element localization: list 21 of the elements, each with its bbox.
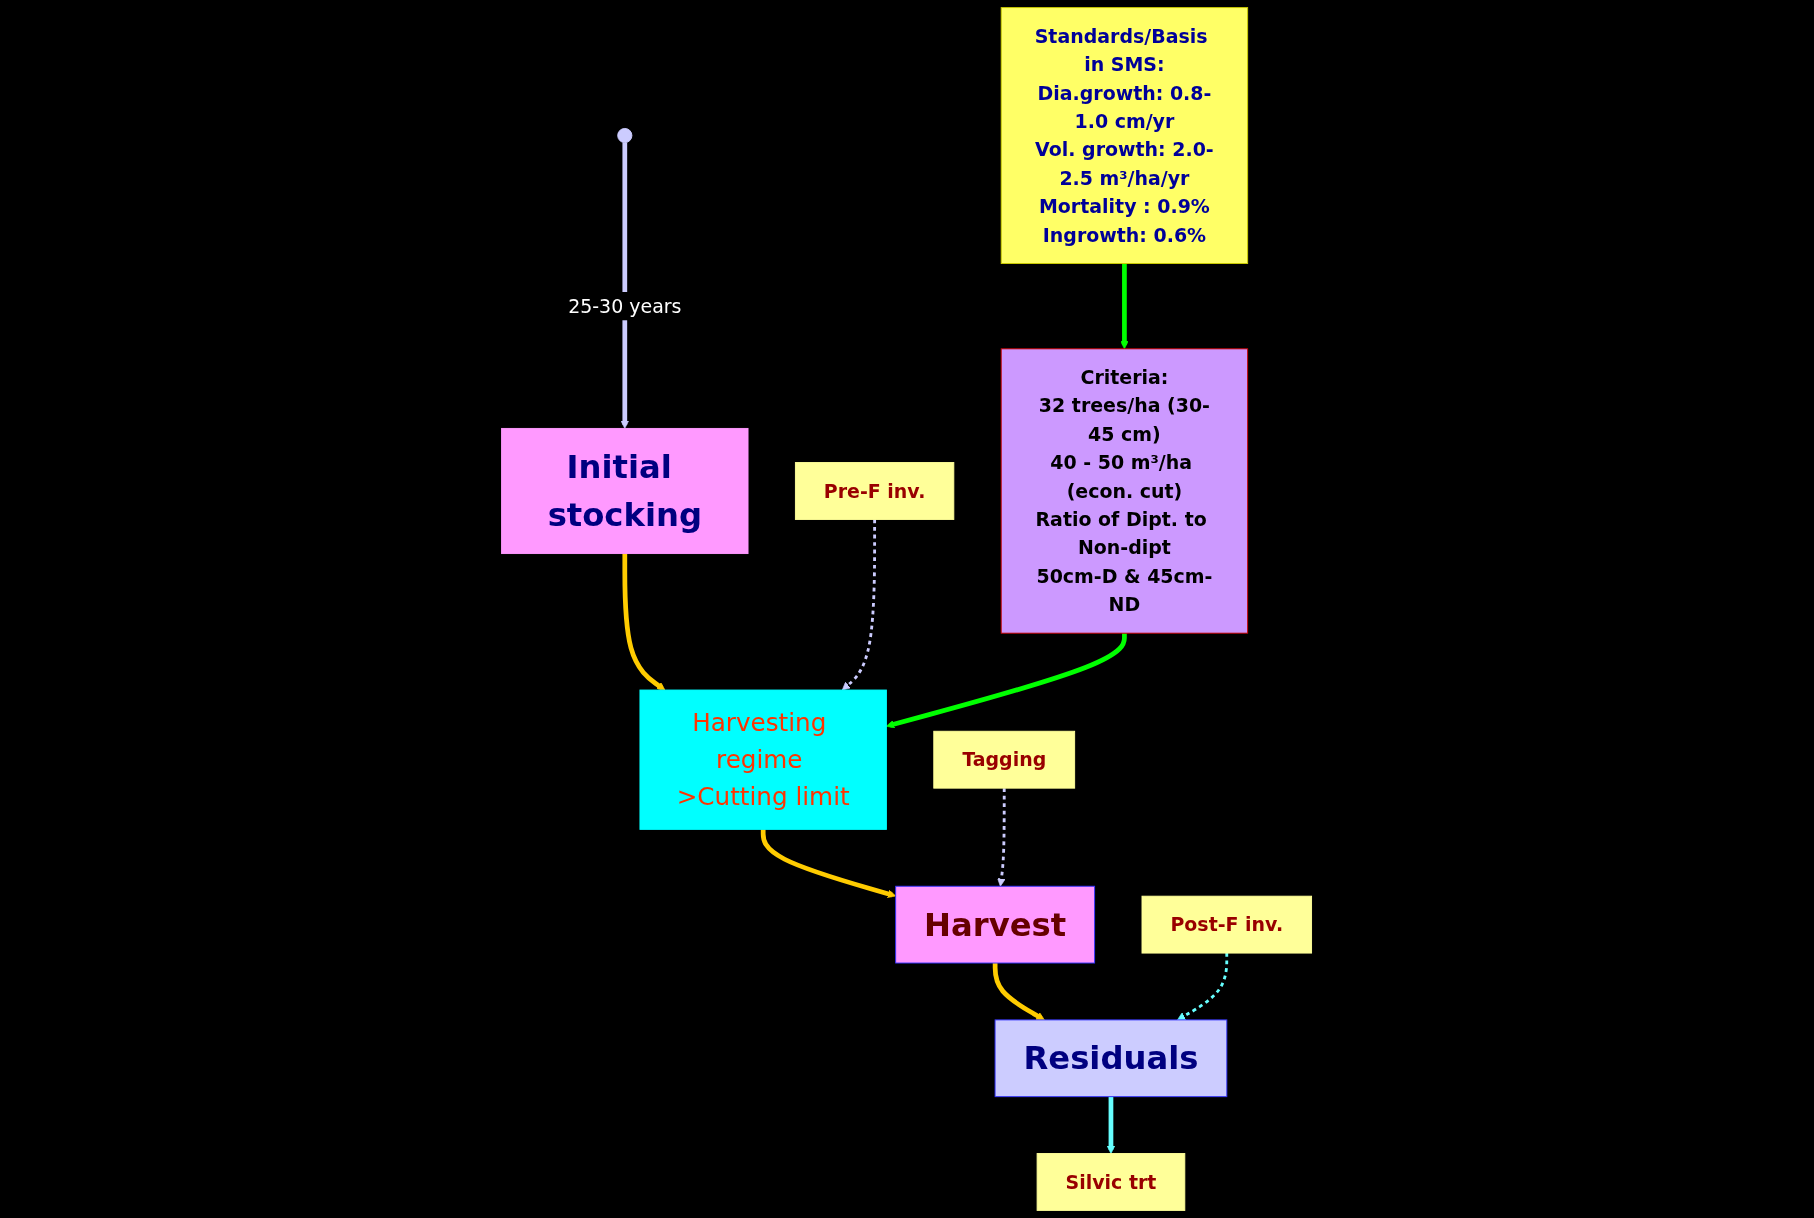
node-box: Silvic trt xyxy=(1037,1153,1186,1211)
arrow xyxy=(842,519,877,691)
arrow xyxy=(1107,1096,1116,1154)
edge-label: 25-30 years xyxy=(568,294,682,318)
node-box: Post-F inv. xyxy=(1141,895,1313,954)
node-circle xyxy=(617,127,633,144)
node-box: Pre-F inv. xyxy=(795,462,955,520)
arrow xyxy=(997,788,1007,887)
node-box: Tagging xyxy=(933,730,1076,789)
arrow xyxy=(1120,263,1129,350)
node-box: Standards/Basis in SMS: Dia.growth: 0.8-1.0 cm/yr Vol. growth: 2.0-2.5 m³/ha/yr Mortality : 0.9% Ingrowth: 0.6% xyxy=(1001,7,1249,264)
arrow xyxy=(993,963,1046,1021)
arrow xyxy=(761,829,897,898)
node-box: Harvesting regime >Cutting limit xyxy=(639,689,888,830)
node-box: Harvest xyxy=(895,885,1096,964)
arrow xyxy=(1177,953,1229,1021)
node-box: Criteria: 32 trees/ha (30-45 cm) 40 - 50 m³/ha (econ. cut) Ratio of Dipt. to Non-dipt 50cm-D & 45cm-ND xyxy=(1001,348,1249,634)
node-box: Initial stocking xyxy=(501,427,749,555)
arrow xyxy=(622,553,666,691)
arrow xyxy=(621,142,630,429)
node-box: Residuals xyxy=(995,1019,1228,1098)
